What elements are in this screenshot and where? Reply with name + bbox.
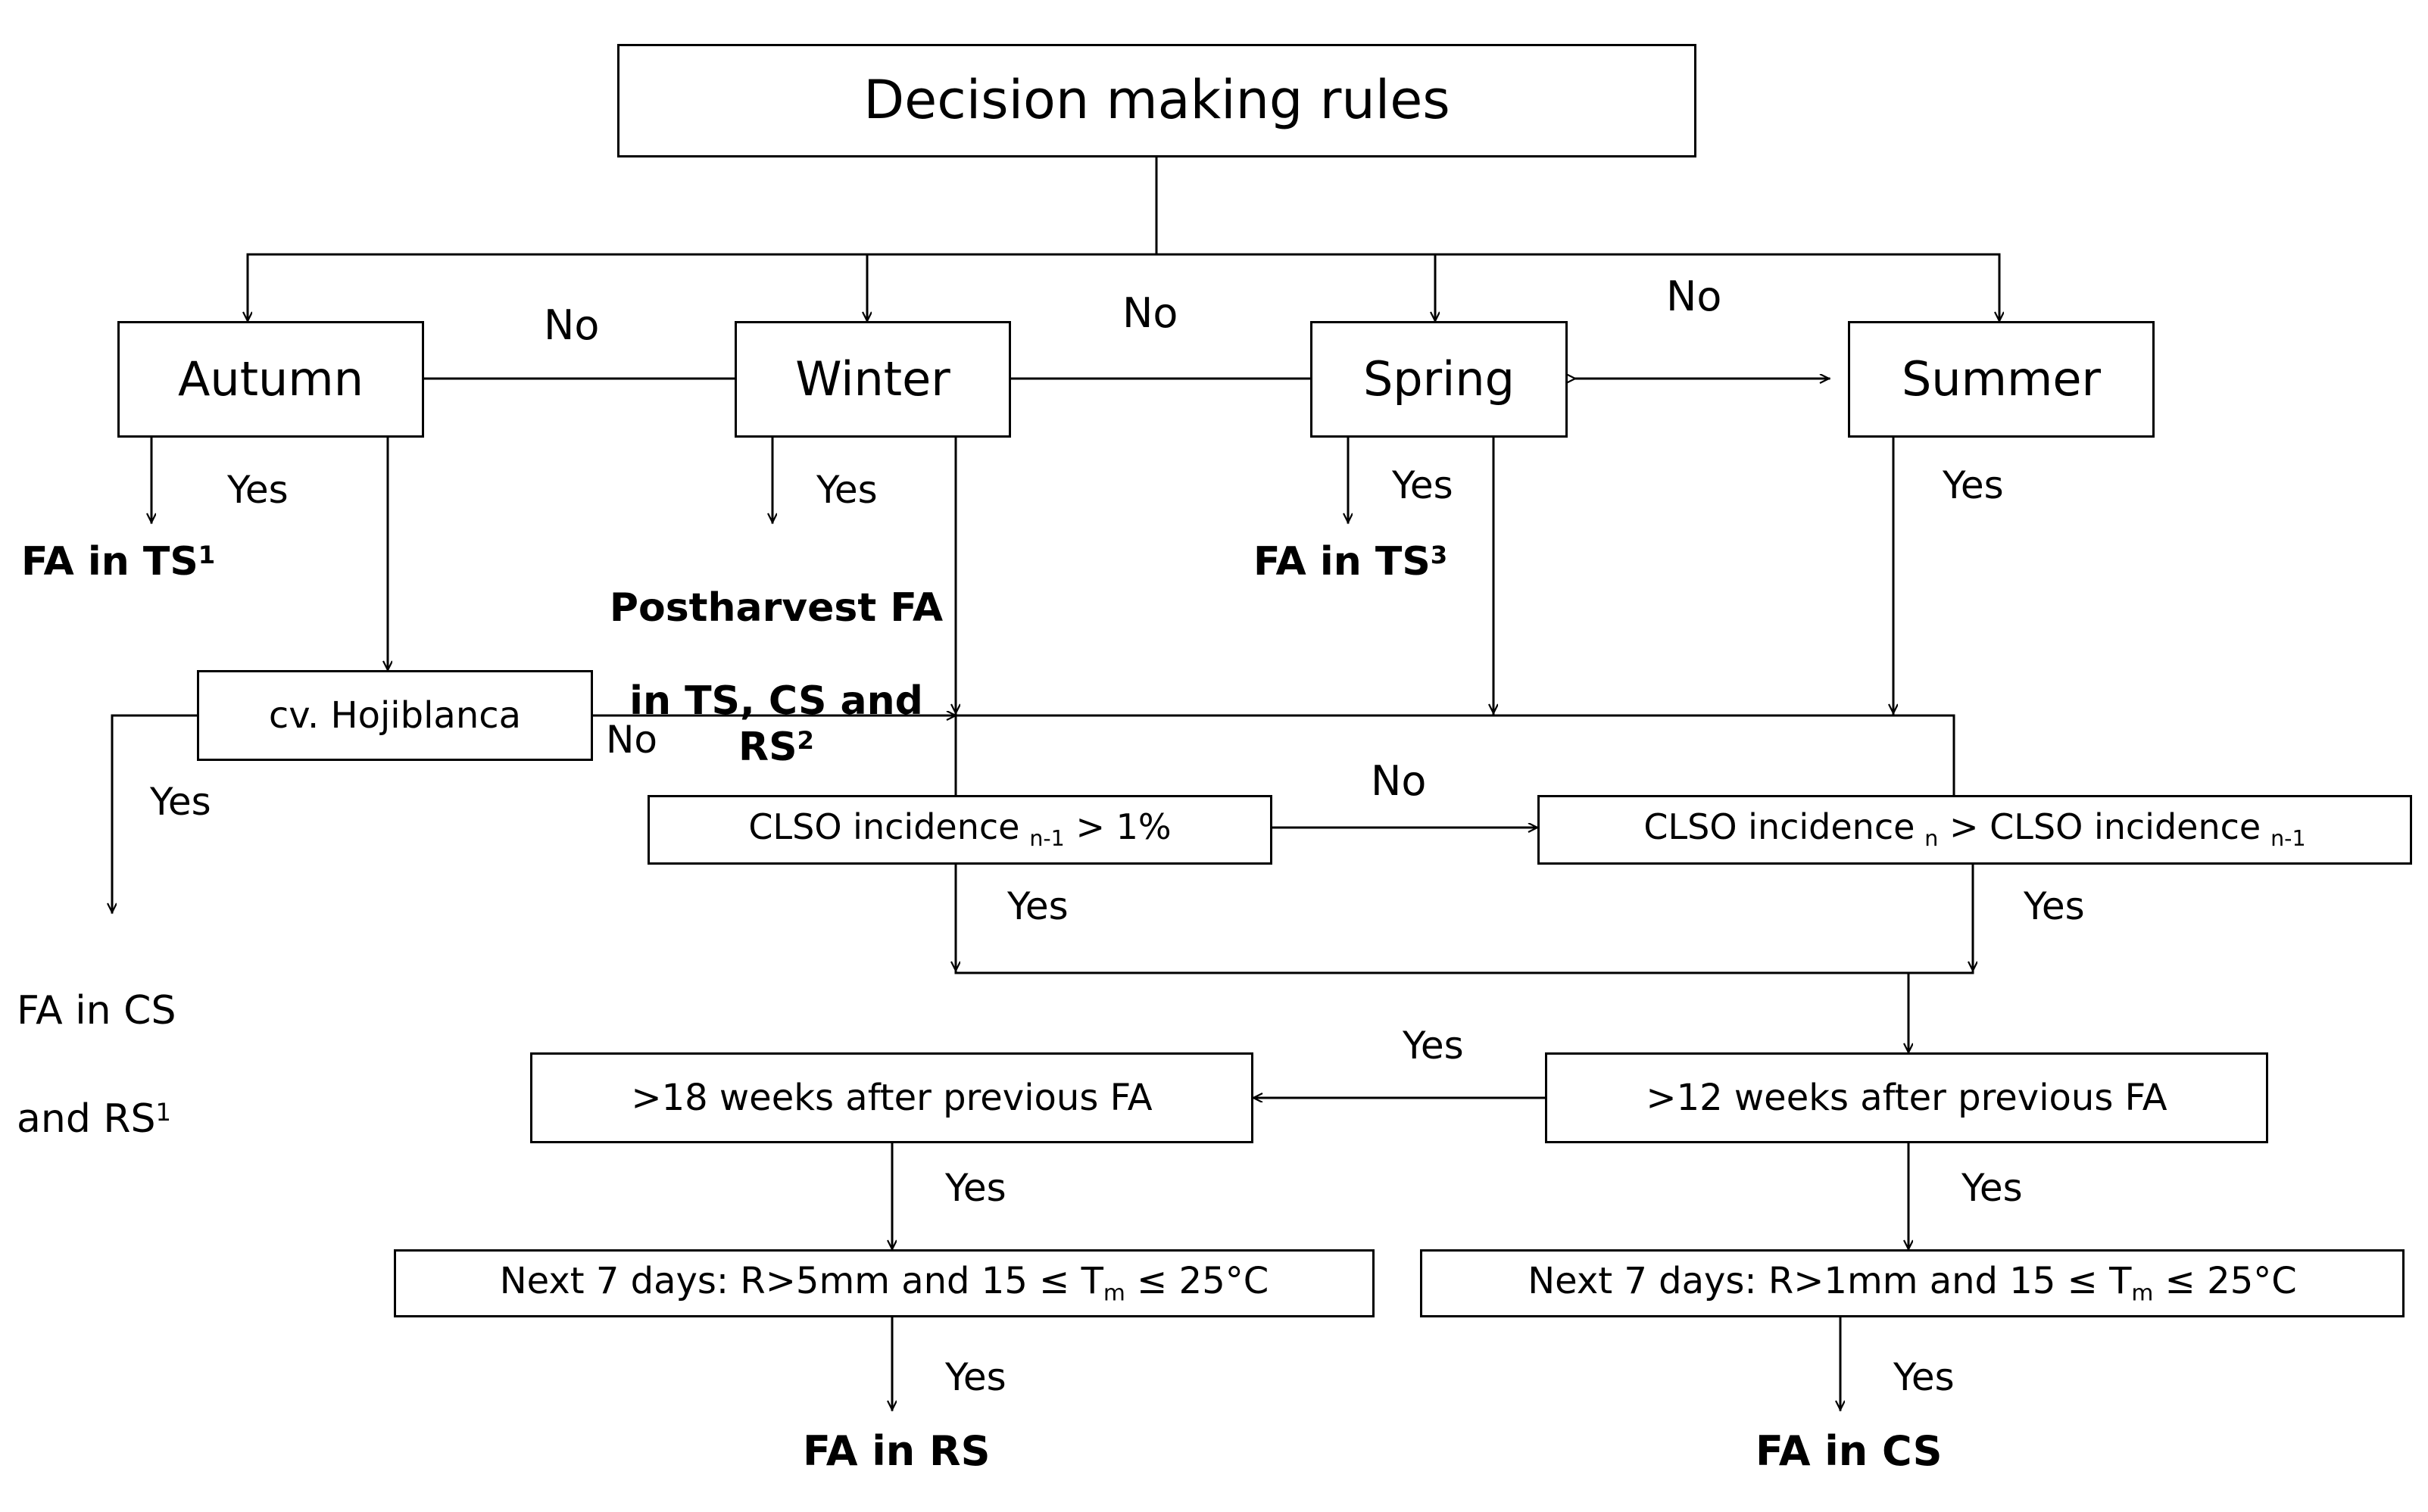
outcome-line-1: FA in CS xyxy=(17,987,176,1033)
outcome-winter-postharvest: Postharvest FA in TS, CS and RS2 xyxy=(598,539,954,818)
edge-label-winter-spring-no: No xyxy=(1122,289,1178,337)
node-season-spring[interactable]: Spring xyxy=(1310,321,1568,438)
outcome-line-2-text: in TS, CS and RS xyxy=(629,678,923,771)
edge-label-cv-no: No xyxy=(606,718,657,762)
clso-right-middle: > CLSO incidence xyxy=(1949,806,2261,848)
outcome-superscript: 1 xyxy=(198,541,216,570)
node-season-autumn[interactable]: Autumn xyxy=(117,321,424,438)
outcome-line-1: Postharvest FA xyxy=(609,585,944,631)
node-clso-incidence-trend[interactable]: CLSO incidence n > CLSO incidence n-1 xyxy=(1537,795,2412,865)
edge-label-autumn-yes: Yes xyxy=(227,468,289,512)
clso-right-prefix: CLSO incidence xyxy=(1643,806,1915,848)
edge-label-clso-left-yes: Yes xyxy=(1007,884,1069,928)
clso-right-subscript-1: n xyxy=(1924,826,1939,852)
edge-label-weeks12-yes: Yes xyxy=(1961,1166,2023,1210)
node-next7-right[interactable]: Next 7 days: R>1mm and 15 ≤ Tm ≤ 25°C xyxy=(1420,1249,2405,1317)
outcome-cv-yes-fa-cs-rs: FA in CS and RS1 xyxy=(17,930,176,1202)
node-decision-making-rules[interactable]: Decision making rules xyxy=(617,44,1696,157)
node-label: cv. Hojiblanca xyxy=(268,694,522,737)
edge-label-spring-yes: Yes xyxy=(1392,463,1453,507)
node-next7-left[interactable]: Next 7 days: R>5mm and 15 ≤ Tm ≤ 25°C xyxy=(394,1249,1375,1317)
node-label: Spring xyxy=(1362,351,1515,407)
edge-label-weeks18-yes: Yes xyxy=(945,1166,1006,1210)
edge-label-cv-yes: Yes xyxy=(150,780,211,824)
next7-right-suffix: ≤ 25°C xyxy=(2164,1259,2297,1302)
clso-right-subscript-2: n-1 xyxy=(2270,826,2306,852)
node-label: Next 7 days: R>1mm and 15 ≤ Tm ≤ 25°C xyxy=(1528,1259,2297,1307)
edge-label-autumn-winter-no: No xyxy=(544,301,600,349)
outcome-spring-fa-ts: FA in TS3 xyxy=(1253,539,1447,585)
node-label: >18 weeks after previous FA xyxy=(631,1076,1153,1119)
edge-label-next7-left-yes: Yes xyxy=(945,1355,1006,1399)
outcome-autumn-fa-ts: FA in TS1 xyxy=(21,539,215,585)
outcome-superscript: 2 xyxy=(797,726,814,756)
node-label: Decision making rules xyxy=(863,69,1450,132)
clso-left-subscript: n-1 xyxy=(1029,826,1065,852)
outcome-superscript: 3 xyxy=(1430,541,1448,570)
node-weeks-18[interactable]: >18 weeks after previous FA xyxy=(530,1052,1253,1143)
edge-label-next7-right-yes: Yes xyxy=(1893,1355,1955,1399)
node-season-winter[interactable]: Winter xyxy=(735,321,1011,438)
next7-left-prefix: Next 7 days: R>5mm and 15 ≤ T xyxy=(499,1259,1103,1302)
outcome-text: FA in TS xyxy=(21,539,198,585)
outcome-line-2-text: and RS xyxy=(17,1096,156,1143)
next7-right-subscript: m xyxy=(2131,1280,2154,1307)
wire-cv-yes xyxy=(112,714,198,912)
clso-left-suffix: > 1% xyxy=(1075,806,1172,848)
outcome-fa-in-cs: FA in CS xyxy=(1755,1427,1943,1475)
edge-label-summer-yes: Yes xyxy=(1943,463,2004,507)
next7-left-suffix: ≤ 25°C xyxy=(1137,1259,1269,1302)
edge-label-winter-yes: Yes xyxy=(816,468,878,512)
outcome-line-2: and RS1 xyxy=(17,1093,176,1147)
edge-label-spring-summer-no: No xyxy=(1666,273,1722,320)
next7-right-prefix: Next 7 days: R>1mm and 15 ≤ T xyxy=(1528,1259,2132,1302)
node-label: Winter xyxy=(795,351,950,407)
outcome-superscript: 1 xyxy=(155,1098,172,1127)
node-label: CLSO incidence n > CLSO incidence n-1 xyxy=(1643,809,2305,850)
node-label: >12 weeks after previous FA xyxy=(1646,1076,2167,1119)
clso-left-prefix: CLSO incidence xyxy=(748,806,1020,848)
outcome-line-2: in TS, CS and RS2 xyxy=(598,678,954,772)
next7-left-subscript: m xyxy=(1103,1280,1125,1307)
edge-label-clso-no: No xyxy=(1371,757,1427,805)
node-label: Autumn xyxy=(177,351,364,407)
node-label: CLSO incidence n-1 > 1% xyxy=(748,809,1171,850)
node-label: Summer xyxy=(1901,351,2102,407)
outcome-text: FA in TS xyxy=(1253,539,1431,585)
node-cv-hojiblanca[interactable]: cv. Hojiblanca xyxy=(197,670,593,761)
outcome-fa-in-rs: FA in RS xyxy=(803,1427,991,1475)
edge-label-clso-right-yes: Yes xyxy=(2024,884,2085,928)
node-season-summer[interactable]: Summer xyxy=(1848,321,2155,438)
node-clso-incidence-threshold[interactable]: CLSO incidence n-1 > 1% xyxy=(648,795,1272,865)
node-label: Next 7 days: R>5mm and 15 ≤ Tm ≤ 25°C xyxy=(499,1259,1269,1307)
node-weeks-12[interactable]: >12 weeks after previous FA xyxy=(1545,1052,2268,1143)
edge-label-weeks12-to-weeks18-yes: Yes xyxy=(1403,1024,1464,1068)
